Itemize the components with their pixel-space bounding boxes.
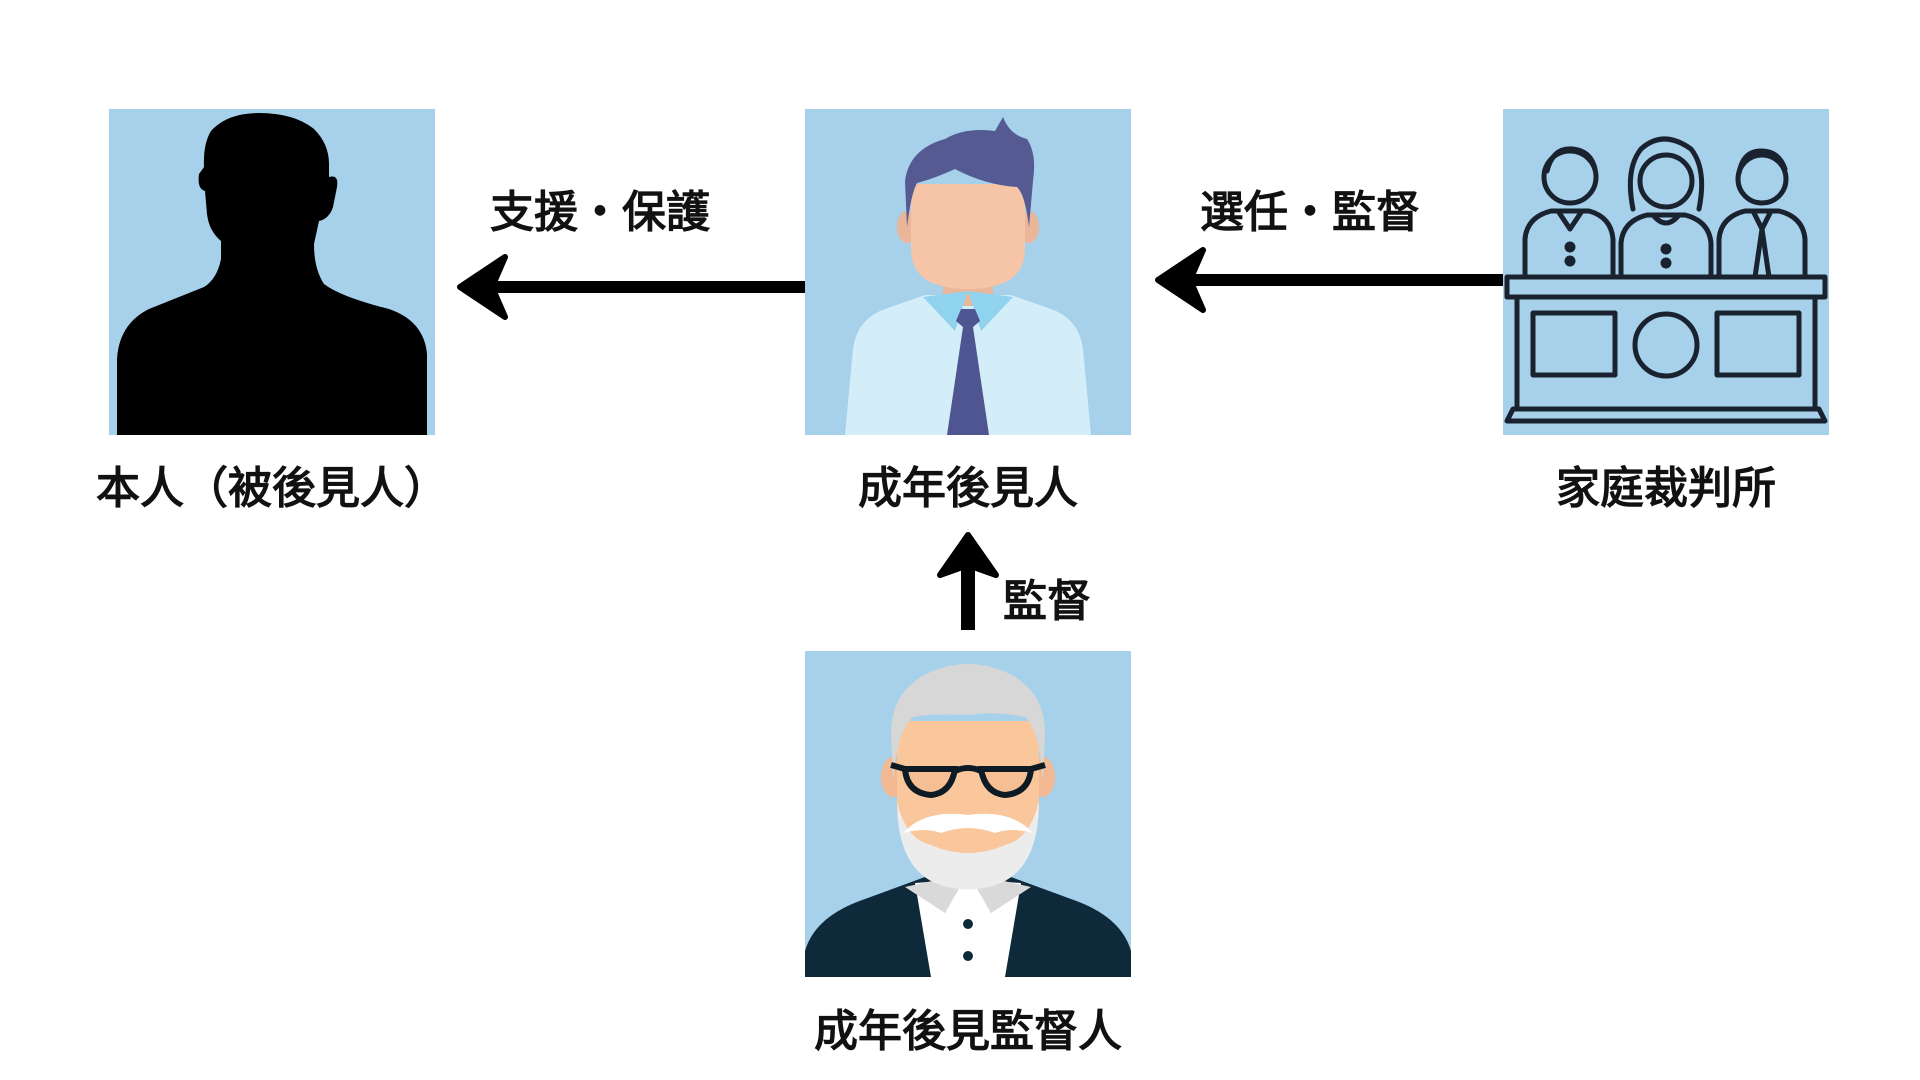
arrow-supervisor-to-guardian <box>937 532 999 630</box>
arrow-guardian-to-principal <box>457 254 805 320</box>
arrow-court-to-guardian <box>1155 247 1503 313</box>
edge-label-support-protection: 支援・保護 <box>490 187 710 238</box>
businessman-icon <box>845 117 1091 435</box>
person-silhouette-icon <box>117 113 427 435</box>
node-supervisor <box>805 651 1131 977</box>
node-court <box>1503 109 1829 435</box>
label-principal: 本人（被後見人） <box>96 463 448 514</box>
label-supervisor: 成年後見監督人 <box>814 1006 1122 1057</box>
label-guardian: 成年後見人 <box>858 463 1078 514</box>
edge-label-supervise: 監督 <box>1003 576 1091 627</box>
node-principal <box>109 109 435 435</box>
label-court: 家庭裁判所 <box>1556 463 1776 514</box>
edge-label-appoint-supervise: 選任・監督 <box>1200 187 1420 238</box>
court-judges-icon <box>1504 136 1828 424</box>
node-guardian <box>805 109 1131 435</box>
elderly-man-icon <box>805 664 1131 977</box>
